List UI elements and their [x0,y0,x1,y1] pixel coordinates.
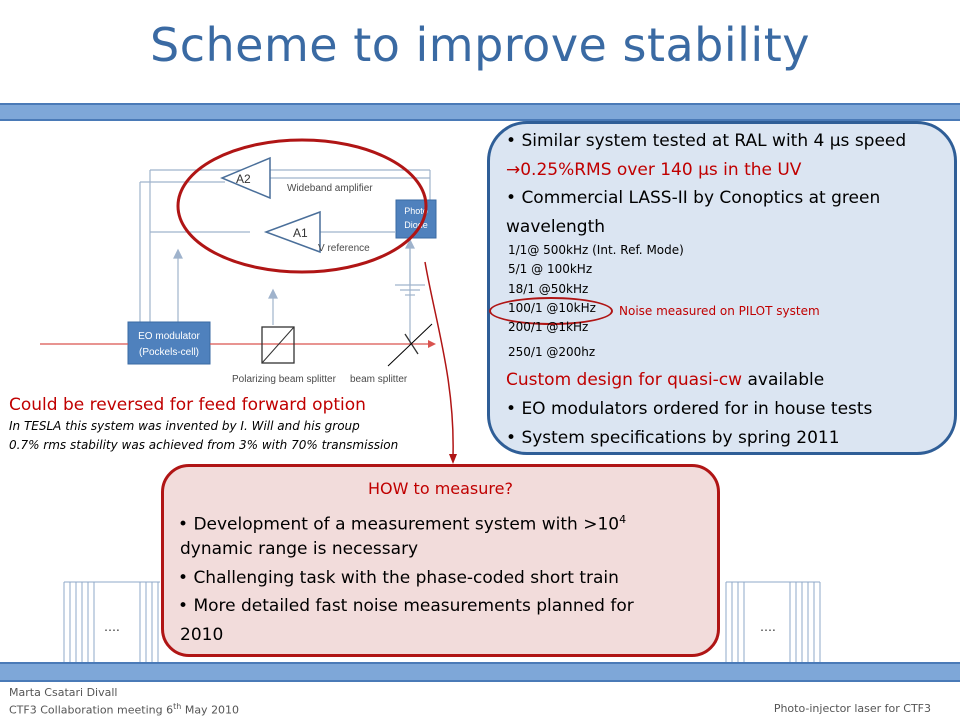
how-item-3: • More detailed fast noise measurements … [178,596,634,616]
spec-3: 18/1 @50kHz [508,282,589,296]
info-box [487,121,957,455]
spec-1: 1/1@ 500kHz (Int. Ref. Mode) [508,243,684,257]
polarizing-bs-label: Polarizing beam splitter [232,374,337,385]
footer-author: Marta Csatari Divall [9,686,118,699]
stability-note: 0.7% rms stability was achieved from 3% … [9,438,399,452]
footer-meeting-a: CTF3 Collaboration meeting 6 [9,703,174,717]
tesla-note: In TESLA this system was invented by I. … [9,419,360,433]
eo-modulator-box [127,321,211,365]
dots-left: …. [104,620,120,634]
photo-diode-label-1: Photo [404,206,428,216]
highlight-ellipse [176,138,428,274]
spec-highlight-ellipse [489,297,613,325]
bullet-eo: • EO modulators ordered for in house tes… [506,399,873,419]
wideband-amplifier-label: Wideband amplifier [287,183,373,194]
spec-6: 250/1 @200hz [508,345,596,359]
bullet-ral: • Similar system tested at RAL with 4 µs… [506,131,907,151]
spec-5: 200/1 @1kHz [508,320,589,334]
reversed-note: Could be reversed for feed forward optio… [9,395,366,415]
footer-meeting-b: May 2010 [181,703,240,717]
polarizing-beam-splitter [261,326,295,364]
photo-diode-label-2: Diode [404,220,428,230]
footer-meeting: CTF3 Collaboration meeting 6th May 2010 [9,702,239,717]
custom-design: Custom design for quasi-cw available [506,370,958,390]
connector-arrow [424,261,457,464]
slide-title: Scheme to improve stability [150,18,810,72]
how-item-2-text: Challenging task with the phase-coded sh… [193,568,619,588]
how-item-1-cont: dynamic range is necessary [180,539,419,559]
footer-right: Photo-injector laser for CTF3 [773,702,931,715]
bullet-ral-text: Similar system tested at RAL with 4 µs s… [521,131,907,151]
dots-right: …. [760,620,776,634]
amp-a1-label: A1 [293,226,308,240]
how-item-1-sup: 4 [619,513,627,526]
bullet-spec-text: System specifications by spring 2011 [521,428,840,448]
how-to-measure-title: HOW to measure? [368,479,513,498]
bullet-commercial: • Commercial LASS-II by Conoptics at gre… [506,188,881,208]
how-to-measure-box [161,464,720,657]
ral-result: →0.25%RMS over 140 µs in the UV [506,160,802,180]
custom-design-black: available [742,370,825,390]
amp-a2-label: A2 [236,172,251,186]
spec-2: 5/1 @ 100kHz [508,262,593,276]
how-item-3-cont: 2010 [180,625,224,645]
pulse-train-decoration [63,581,821,664]
v-reference-label: V reference [318,243,370,254]
footer-meeting-sup: th [173,702,182,711]
how-item-1: • Development of a measurement system wi… [178,513,627,535]
custom-design-red: Custom design for quasi-cw [506,370,743,390]
feedback-scheme-diagram: A2 A1 Wideband amplifier V reference Pho… [40,138,437,385]
bullet-eo-text: EO modulators ordered for in house tests [521,399,873,419]
top-decor-bar [0,103,960,121]
eo-modulator-label-2: (Pockels-cell) [139,347,199,358]
noise-note: Noise measured on PILOT system [619,304,820,318]
commercial-cont: wavelength [506,217,606,237]
eo-modulator-label-1: EO modulator [138,331,200,342]
bottom-decor-bar [0,662,960,682]
how-item-2: • Challenging task with the phase-coded … [178,568,619,588]
how-item-3-text: More detailed fast noise measurements pl… [193,596,634,616]
bullet-commercial-text: Commercial LASS-II by Conoptics at green [521,188,881,208]
how-item-1-text: Development of a measurement system with… [193,514,620,535]
beam-splitter-label: beam splitter [350,374,408,385]
bullet-spec: • System specifications by spring 2011 [506,428,840,448]
